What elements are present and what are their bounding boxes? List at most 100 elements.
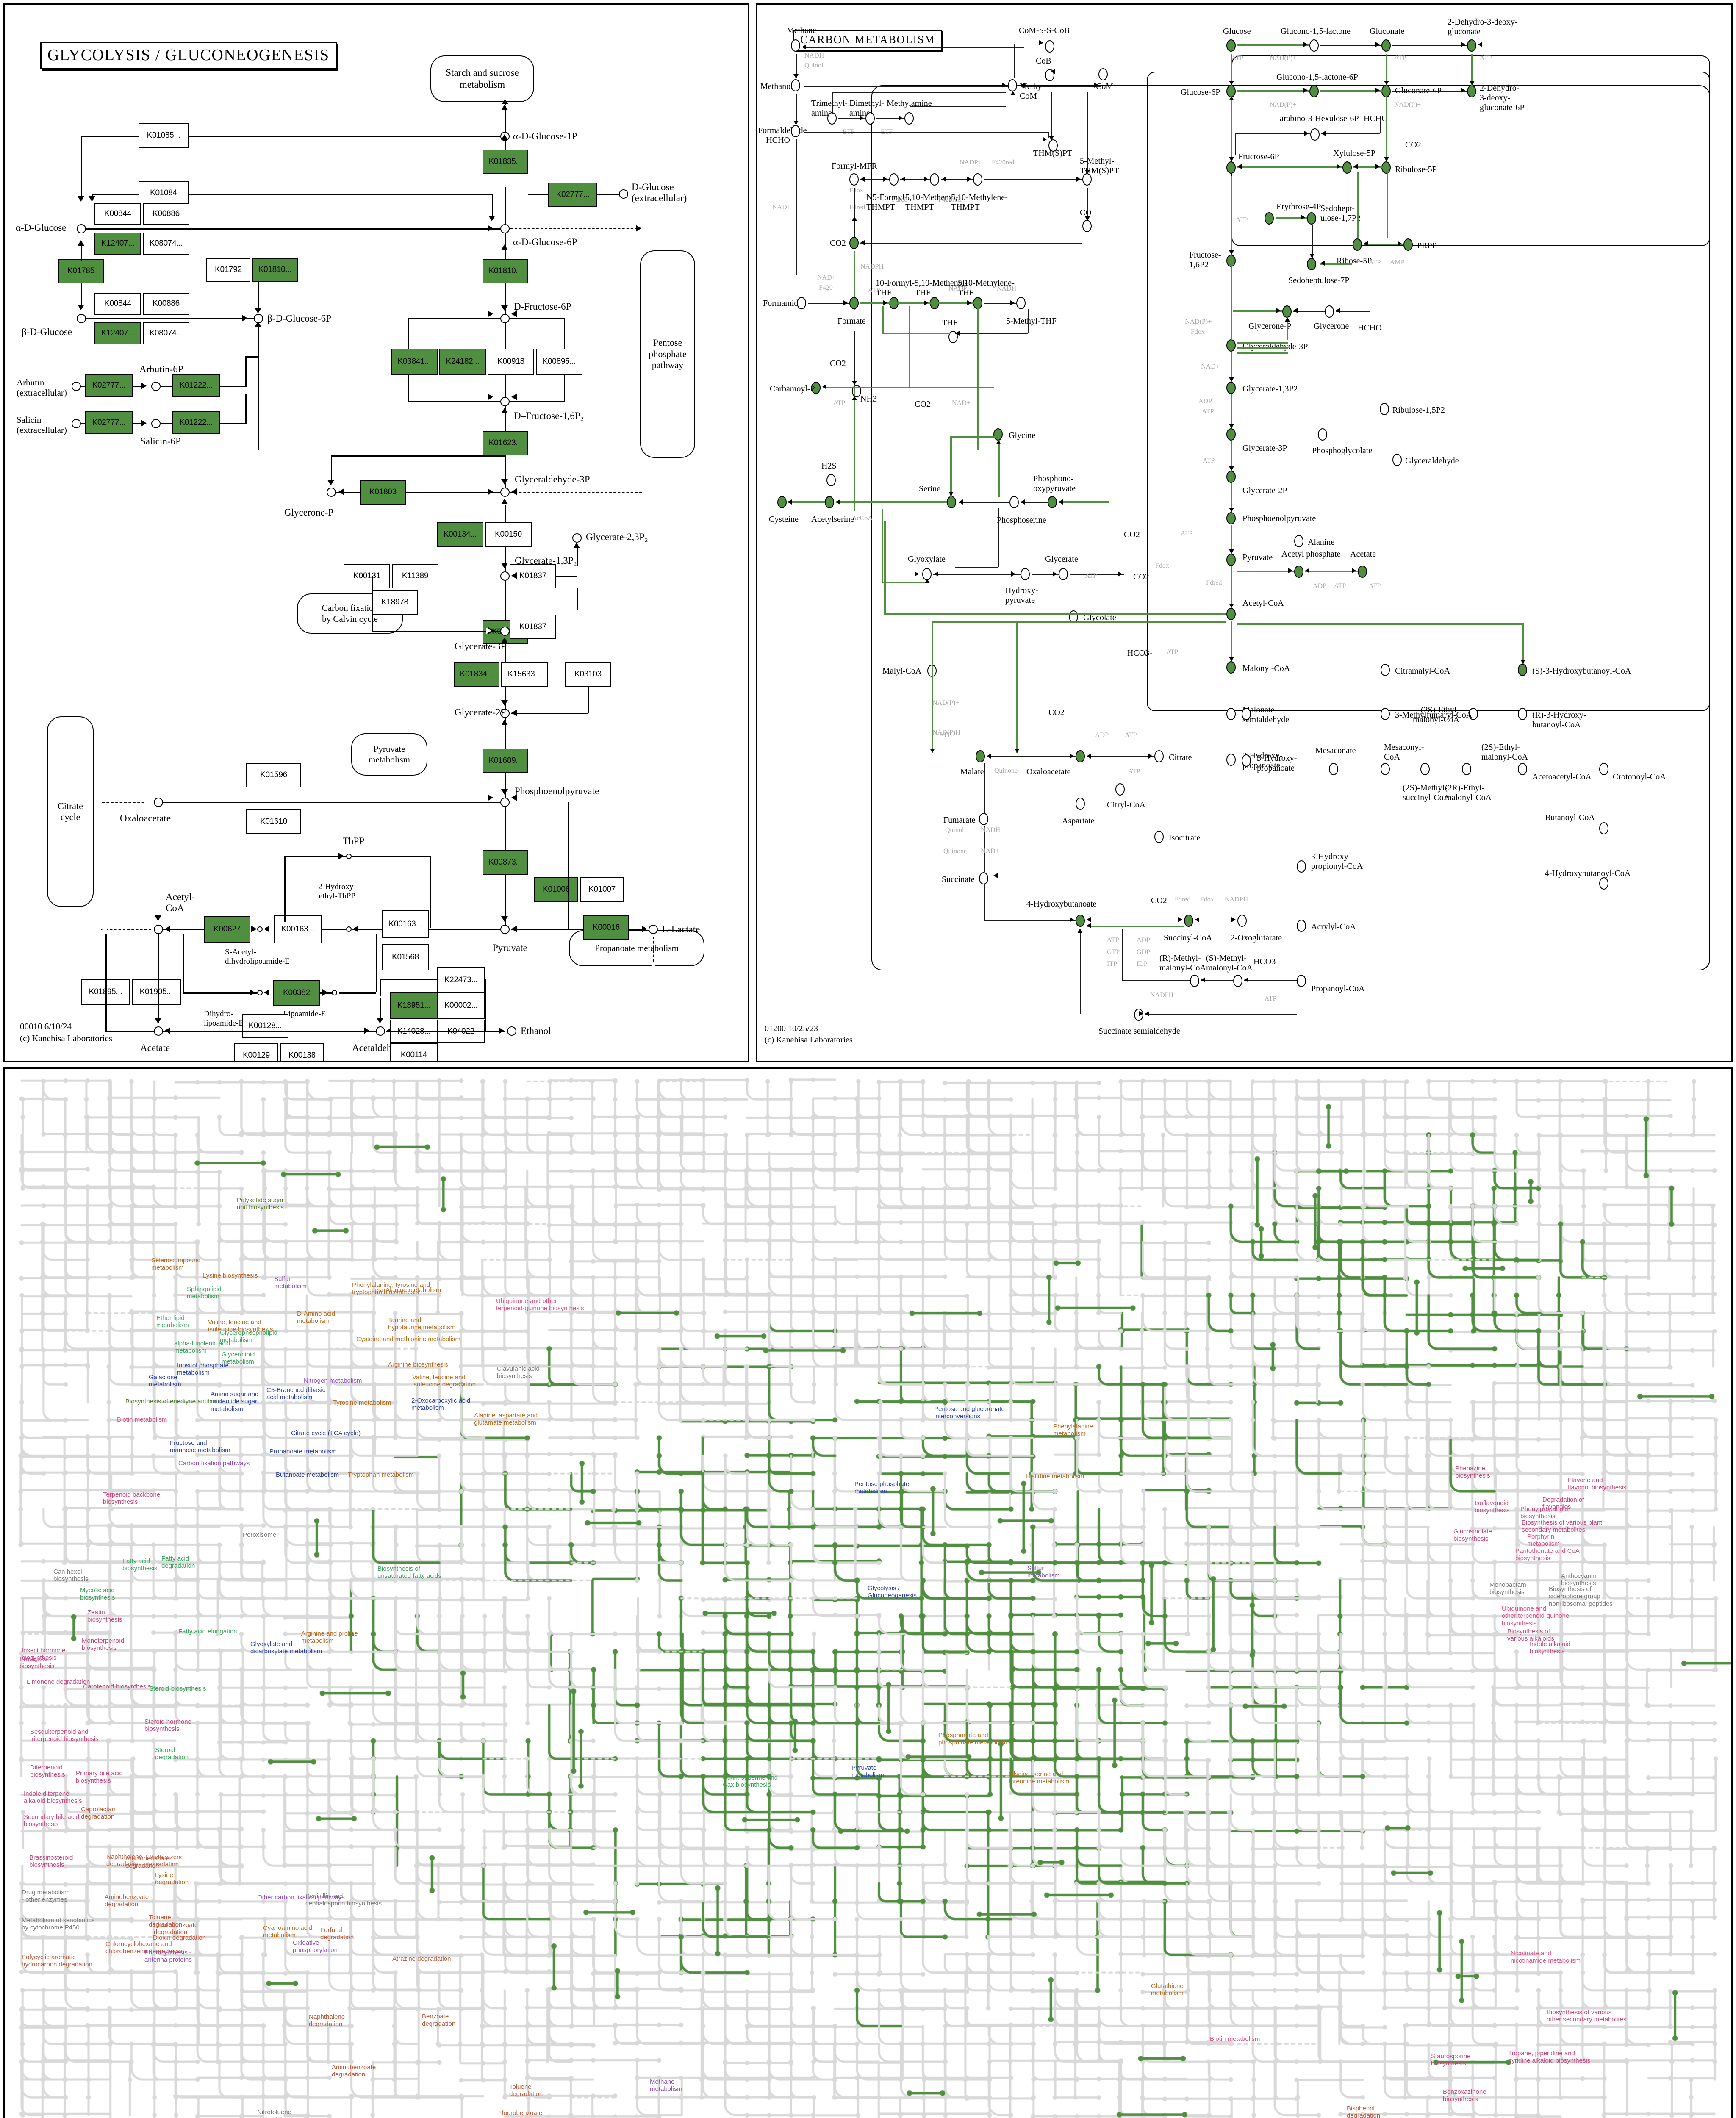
- compound-node[interactable]: [930, 173, 939, 186]
- pathway-label[interactable]: Taurine and hypotaurine metabolism: [388, 1317, 456, 1331]
- compound-node[interactable]: [500, 571, 510, 581]
- pathway-label[interactable]: Butanoate metabolism: [276, 1471, 339, 1478]
- compound-node[interactable]: [1329, 763, 1338, 775]
- compound-node[interactable]: [1190, 975, 1199, 987]
- compound-node[interactable]: [500, 397, 510, 406]
- pathway-label[interactable]: Glutathione metabolism: [1151, 1982, 1184, 1997]
- compound-node[interactable]: [979, 872, 988, 884]
- compound-node[interactable]: [1599, 763, 1608, 775]
- pathway-label[interactable]: Sphingolipid metabolism: [187, 1286, 222, 1300]
- compound-node[interactable]: [922, 568, 932, 580]
- pathway-label[interactable]: 2-Oxocarboxylic acid metabolism: [411, 1397, 471, 1412]
- compound-node[interactable]: [797, 297, 806, 309]
- pathway-label[interactable]: Diterpenoid biosynthesis: [30, 1764, 65, 1779]
- compound-node[interactable]: [1325, 305, 1334, 318]
- compound-node[interactable]: [827, 112, 837, 125]
- compound-node[interactable]: [1294, 566, 1303, 578]
- pathway-label[interactable]: Anthocyanin biosynthesis: [1561, 1572, 1596, 1587]
- pathway-label[interactable]: Furfural degradation: [320, 1927, 354, 1941]
- pathway-label[interactable]: Nitrotoluene degradation: [257, 2109, 291, 2118]
- compound-node-malate[interactable]: [976, 750, 985, 762]
- compound-node[interactable]: [500, 709, 510, 718]
- compound-node[interactable]: [1282, 305, 1292, 318]
- pathway-label[interactable]: Biosynthesis of various plant secondary …: [1522, 1519, 1603, 1534]
- pathway-label[interactable]: Steroid degradation: [155, 1747, 189, 1761]
- compound-node-glucose6p[interactable]: [1226, 85, 1236, 97]
- compound-node-gap[interactable]: [1226, 339, 1236, 352]
- compound-node[interactable]: [791, 125, 800, 137]
- pathway-label[interactable]: Biosynthesis of various alkaloids: [1507, 1628, 1554, 1643]
- pathway-label[interactable]: Benzoxazinone biosynthesis: [1443, 2088, 1486, 2103]
- compound-node[interactable]: [1462, 763, 1471, 775]
- compound-node[interactable]: [649, 925, 658, 934]
- enzyme-box-K01084[interactable]: K01084: [139, 181, 189, 205]
- pathway-label[interactable]: Nitrogen metabolism: [304, 1377, 362, 1384]
- compound-node-serine[interactable]: [947, 496, 956, 508]
- pathway-label[interactable]: Naphthalene degradation: [106, 1853, 143, 1868]
- compound-node[interactable]: [500, 798, 510, 807]
- compound-node[interactable]: [1008, 79, 1017, 91]
- enzyme-box-K01623[interactable]: K01623...: [483, 431, 528, 455]
- compound-node[interactable]: [1309, 39, 1319, 52]
- compound-node[interactable]: [327, 488, 336, 497]
- compound-node[interactable]: [1242, 708, 1251, 720]
- compound-node[interactable]: [1021, 568, 1030, 580]
- enzyme-box-K08074-b[interactable]: K08074...: [143, 322, 189, 344]
- compound-node[interactable]: [154, 925, 163, 934]
- pathway-label[interactable]: Sulfur metabolism: [1027, 1565, 1060, 1580]
- pathway-label[interactable]: Glyoxylate and dicarboxylate metabolism: [250, 1641, 322, 1655]
- pathway-label[interactable]: Phenazine biosynthesis: [1455, 1465, 1490, 1480]
- compound-node-succinyl-coa[interactable]: [1076, 915, 1085, 927]
- pathway-label[interactable]: Pantothenate and CoA biosynthesis: [1515, 1547, 1580, 1562]
- pathway-label[interactable]: Carbon fixation pathways: [178, 1460, 250, 1467]
- pathway-label[interactable]: Metabolism of xenobiotics by cytochrome …: [22, 1917, 95, 1932]
- enzyme-box-K08074[interactable]: K08074...: [143, 233, 189, 255]
- pathway-label[interactable]: Biosynthesis of various other secondary …: [1547, 2009, 1627, 2024]
- compound-node[interactable]: [1226, 382, 1236, 394]
- compound-node[interactable]: [1076, 798, 1085, 810]
- pathway-label[interactable]: Arginine and proline metabolism: [301, 1630, 358, 1645]
- compound-node[interactable]: [1226, 661, 1236, 674]
- pathway-label[interactable]: Fatty acid biosynthesis: [122, 1558, 158, 1572]
- compound-node-glycine[interactable]: [993, 428, 1003, 441]
- pathway-label[interactable]: Tryptophan metabolism: [348, 1471, 414, 1478]
- pathway-label[interactable]: Sulfur metabolism: [274, 1275, 307, 1290]
- enzyme-box-K02777-arbutin[interactable]: K02777...: [85, 374, 133, 397]
- pathway-label[interactable]: Polycyclic aromatic hydrocarbon degradat…: [22, 1954, 92, 1968]
- enzyme-box-K02777-salicin[interactable]: K02777...: [85, 411, 133, 434]
- pathway-label[interactable]: Phenylalanine metabolism: [1053, 1423, 1093, 1438]
- compound-node-formate[interactable]: [849, 297, 859, 309]
- compound-node[interactable]: [979, 813, 988, 825]
- pathway-label[interactable]: Aminobenzoate degradation: [332, 2064, 376, 2079]
- enzyme-box-K01006[interactable]: K01006: [534, 877, 578, 902]
- pathway-label[interactable]: Biosynthesis of unsaturated fatty acids: [377, 1565, 441, 1580]
- compound-node[interactable]: [257, 990, 263, 995]
- enzyme-box-K13951[interactable]: K13951...: [390, 992, 438, 1019]
- pathway-label[interactable]: Biotin metabolism: [1210, 2035, 1260, 2043]
- pathway-label[interactable]: Lysine degradation: [155, 1871, 189, 1886]
- enzyme-box-K01905[interactable]: K01905...: [132, 979, 181, 1005]
- compound-node[interactable]: [904, 112, 914, 125]
- compound-node[interactable]: [1226, 255, 1236, 267]
- pathway-label[interactable]: Sesquiterpenoid and triterpenoid biosynt…: [30, 1728, 99, 1743]
- pathway-label[interactable]: Isoflavonoid biosynthesis: [1475, 1500, 1510, 1514]
- pathway-label[interactable]: Fatty acid elongation: [178, 1628, 237, 1635]
- pathway-label[interactable]: Steroid biosynthesis: [149, 1685, 206, 1692]
- pathway-label[interactable]: Drug metabolism - other enzymes: [22, 1889, 70, 1904]
- compound-node-pep[interactable]: [1226, 512, 1236, 524]
- pathway-label[interactable]: Monobactam biosynthesis: [1489, 1581, 1526, 1596]
- pathway-label[interactable]: Indole diterpene alkaloid biosynthesis: [24, 1790, 82, 1805]
- pathway-label[interactable]: Ethylbenzene degradation: [145, 1854, 184, 1868]
- pathway-label[interactable]: Biosynthesis of enediyne antibiotics: [125, 1398, 226, 1405]
- pathway-label[interactable]: Aminobenzoate degradation: [125, 1855, 170, 1870]
- enzyme-box-K01834[interactable]: K01834...: [454, 662, 499, 687]
- compound-node[interactable]: [154, 798, 163, 807]
- enzyme-box-K00627[interactable]: K00627: [204, 916, 250, 943]
- pathway-label[interactable]: Galactose metabolism: [149, 1374, 181, 1389]
- compound-node[interactable]: [346, 926, 352, 932]
- enzyme-box-K12407-b[interactable]: K12407...: [94, 322, 141, 344]
- compound-node[interactable]: [1115, 783, 1125, 796]
- compound-node[interactable]: [1518, 763, 1527, 775]
- pathway-label[interactable]: Methane metabolism: [650, 2078, 682, 2093]
- pathway-label[interactable]: Cutin, suberine and wax biosynthesis: [723, 1774, 778, 1789]
